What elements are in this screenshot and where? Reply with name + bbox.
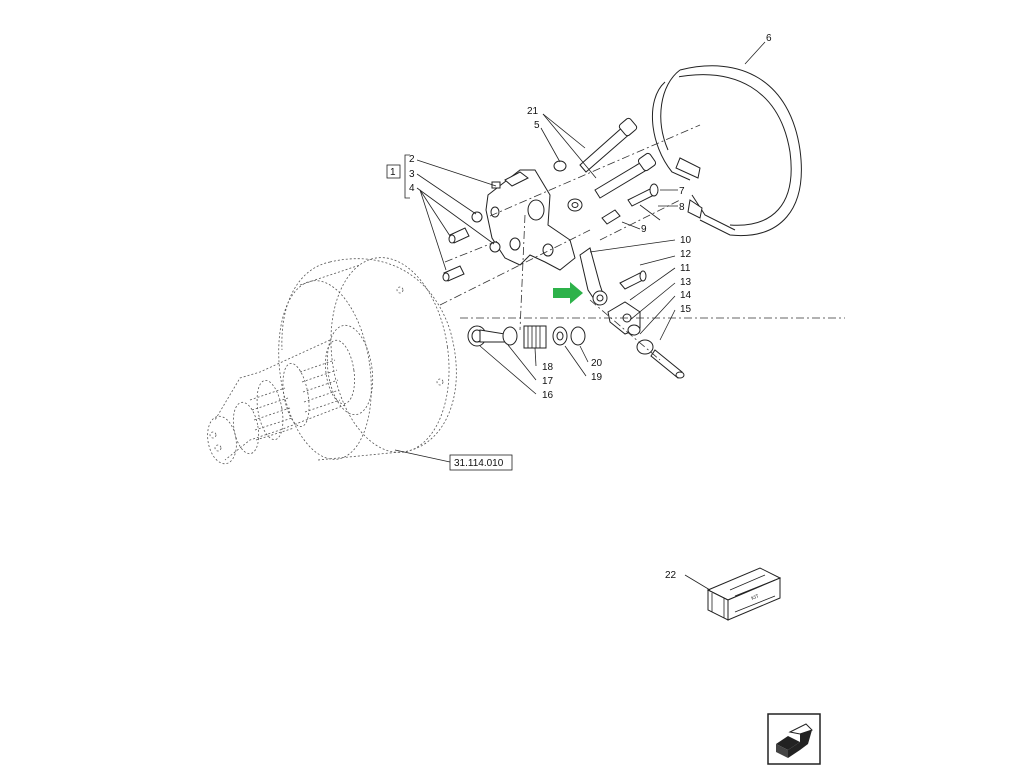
studs <box>442 211 501 282</box>
parts-kit-box: KIT <box>706 567 782 621</box>
next-page-icon[interactable] <box>767 713 821 765</box>
svg-text:KIT: KIT <box>751 593 760 601</box>
callout-4: 4 <box>409 183 415 194</box>
callout-labels: 1 2 3 4 5 6 7 8 9 10 11 12 13 14 15 16 1… <box>386 33 772 581</box>
callout-11: 11 <box>680 263 691 274</box>
leader-lines <box>394 41 766 591</box>
reference-box <box>449 454 513 471</box>
callout-14: 14 <box>680 290 692 301</box>
spring-set <box>467 325 586 349</box>
callout-3: 3 <box>409 169 415 180</box>
green-arrow-icon <box>553 282 583 304</box>
callout-7: 7 <box>679 186 685 197</box>
callout-16: 16 <box>542 390 554 401</box>
assembly-centerlines <box>439 124 845 361</box>
brake-band <box>651 65 802 237</box>
callout-5: 5 <box>534 120 540 131</box>
callout-20: 20 <box>591 358 603 369</box>
drum-shaft-assembly <box>207 257 457 465</box>
callout-9: 9 <box>641 224 647 235</box>
callout-10: 10 <box>680 235 692 246</box>
callout-13: 13 <box>680 277 692 288</box>
callout-19: 19 <box>591 372 603 383</box>
callout-6: 6 <box>766 33 772 44</box>
reference-number[interactable]: 31.114.010 <box>454 458 504 469</box>
callout-15: 15 <box>680 304 692 315</box>
callout-8: 8 <box>679 202 685 213</box>
callout-22: 22 <box>665 570 677 581</box>
callout-18: 18 <box>542 362 554 373</box>
callout-21: 21 <box>527 106 539 117</box>
callout-2: 2 <box>409 154 415 165</box>
reference-link[interactable]: 31.114.010 <box>449 454 513 471</box>
callout-1-box <box>386 164 401 179</box>
callout-1: 1 <box>390 167 396 178</box>
callout-17: 17 <box>542 376 554 387</box>
bracket-housing <box>485 169 576 271</box>
group-bracket <box>404 154 410 199</box>
callout-12: 12 <box>680 249 692 260</box>
bolts-and-washers <box>553 117 661 225</box>
